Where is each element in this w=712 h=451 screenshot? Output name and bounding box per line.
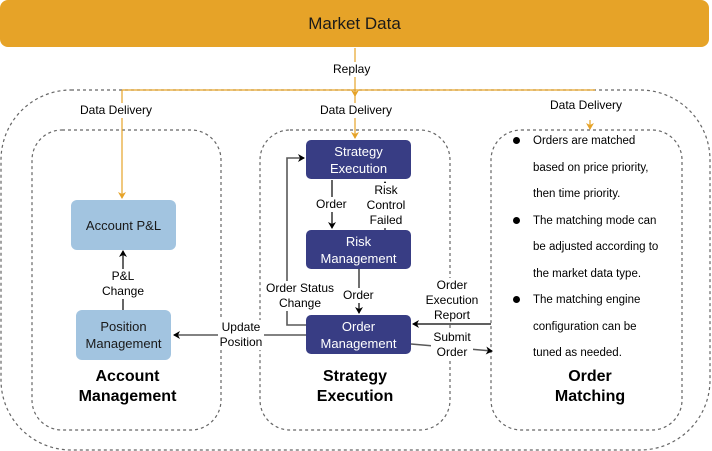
account-management-container xyxy=(31,129,222,431)
strategy-execution-title: Strategy Execution xyxy=(316,368,394,405)
account-management-title: Account Management xyxy=(78,368,177,405)
order-execution-report-label: Order Execution Report xyxy=(424,278,480,323)
submit-order-label: Submit Order xyxy=(431,330,473,360)
market-data-title: Market Data xyxy=(308,13,401,33)
data-delivery-middle-label: Data Delivery xyxy=(320,103,393,118)
bullet-icon xyxy=(513,216,520,224)
strategy-execution-node[interactable]: Strategy Execution xyxy=(306,140,411,179)
strategy-execution-container xyxy=(259,129,451,431)
bullet-item: The matching engine configuration can be… xyxy=(508,293,683,373)
replay-label: Replay xyxy=(333,62,371,77)
order-matching-container xyxy=(490,129,683,431)
order-label-2: Order xyxy=(343,288,374,303)
risk-management-node[interactable]: Risk Management xyxy=(306,230,411,269)
order-label-1: Order xyxy=(316,197,347,212)
account-pl-node[interactable]: Account P&L xyxy=(71,200,176,250)
bullet-item: Orders are matched based on price priori… xyxy=(508,134,683,214)
risk-control-failed-label: Risk Control Failed xyxy=(366,183,406,228)
order-status-change-edge xyxy=(286,154,306,326)
data-delivery-left-label: Data Delivery xyxy=(80,103,153,118)
update-position-label: Update Position xyxy=(218,320,264,350)
bullet-icon xyxy=(513,296,520,303)
bullet-item: The matching mode can be adjusted accord… xyxy=(508,214,683,294)
bullet-icon xyxy=(513,137,520,144)
pl-change-label: P&L Change xyxy=(99,269,147,299)
order-status-change-label: Order Status Change xyxy=(264,281,336,311)
order-matching-title: Order Matching xyxy=(554,368,626,405)
data-delivery-right-label: Data Delivery xyxy=(550,98,623,112)
position-management-node[interactable]: Position Management xyxy=(76,310,171,360)
order-management-node[interactable]: Order Management xyxy=(306,315,411,354)
market-data-banner[interactable]: Market Data xyxy=(0,0,709,47)
order-matching-notes: Orders are matched based on price priori… xyxy=(508,134,683,373)
